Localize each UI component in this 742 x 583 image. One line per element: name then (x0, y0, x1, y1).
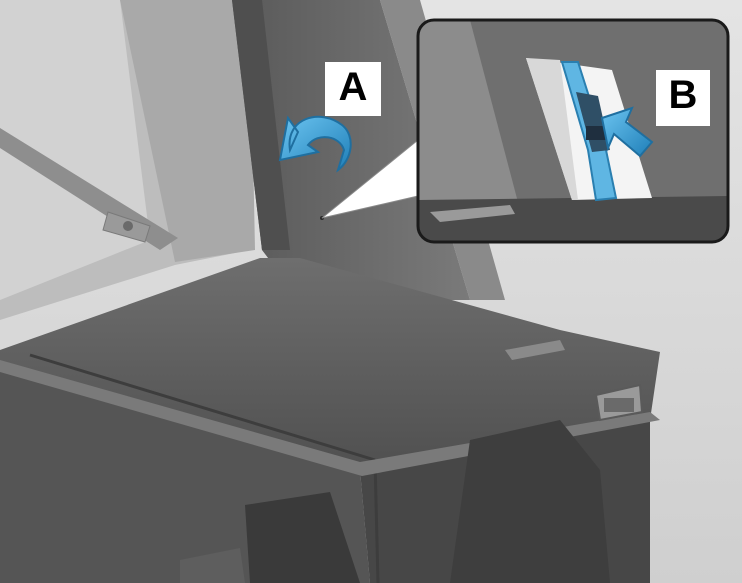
detail-inset (418, 20, 728, 242)
callout-label-b: B (656, 70, 710, 126)
callout-label-a: A (325, 62, 381, 116)
